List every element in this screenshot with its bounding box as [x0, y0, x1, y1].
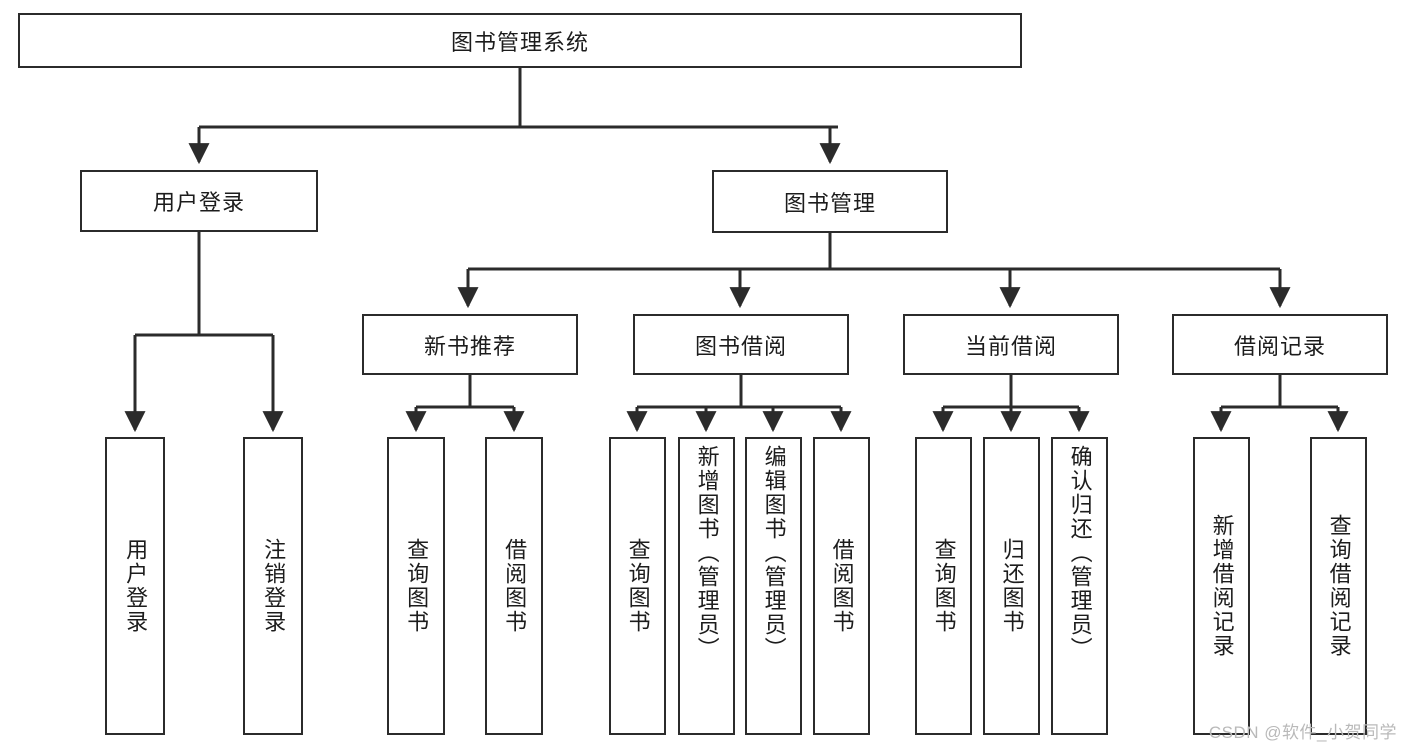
- node-leaf-query-book-current-label: 查询图书: [931, 538, 957, 634]
- node-book-management-label: 图书管理: [783, 190, 876, 216]
- node-new-book-recommend[interactable]: 新书推荐: [362, 314, 578, 375]
- node-leaf-borrow-book-rec-label: 借阅图书: [502, 538, 528, 634]
- node-leaf-query-borrow-record[interactable]: 查询借阅记录: [1310, 437, 1367, 735]
- node-leaf-logout[interactable]: 注销登录: [243, 437, 303, 735]
- node-new-book-recommend-label: 新书推荐: [423, 333, 516, 359]
- node-root-label: 图书管理系统: [450, 29, 589, 55]
- node-leaf-return-book-label: 归还图书: [999, 538, 1025, 634]
- node-current-borrow[interactable]: 当前借阅: [903, 314, 1119, 375]
- node-leaf-borrow-book-rec[interactable]: 借阅图书: [485, 437, 543, 735]
- node-leaf-query-book-rec-label: 查询图书: [404, 538, 430, 634]
- node-leaf-query-book-current[interactable]: 查询图书: [915, 437, 972, 735]
- node-book-management[interactable]: 图书管理: [712, 170, 948, 233]
- node-leaf-add-book-label: 新增图书（管理员）: [694, 445, 720, 661]
- node-leaf-edit-book-label: 编辑图书（管理员）: [761, 445, 787, 661]
- node-leaf-query-book-rec[interactable]: 查询图书: [387, 437, 445, 735]
- node-leaf-query-borrow-record-label: 查询借阅记录: [1326, 514, 1352, 658]
- node-leaf-query-book-borrow[interactable]: 查询图书: [609, 437, 666, 735]
- node-leaf-user-login-label: 用户登录: [123, 538, 149, 634]
- node-leaf-add-borrow-record-label: 新增借阅记录: [1209, 514, 1235, 658]
- node-leaf-query-book-borrow-label: 查询图书: [625, 538, 651, 634]
- node-leaf-confirm-return-label: 确认归还（管理员）: [1067, 445, 1093, 661]
- node-leaf-edit-book[interactable]: 编辑图书（管理员）: [745, 437, 802, 735]
- node-book-borrow[interactable]: 图书借阅: [633, 314, 849, 375]
- node-borrow-records-label: 借阅记录: [1233, 333, 1326, 359]
- node-leaf-confirm-return[interactable]: 确认归还（管理员）: [1051, 437, 1108, 735]
- watermark: CSDN @软件_小贺同学: [1208, 723, 1397, 742]
- node-root[interactable]: 图书管理系统: [18, 13, 1022, 68]
- node-current-borrow-label: 当前借阅: [964, 333, 1057, 359]
- node-leaf-logout-label: 注销登录: [261, 538, 287, 634]
- node-leaf-borrow-book[interactable]: 借阅图书: [813, 437, 870, 735]
- node-user-login-label: 用户登录: [152, 190, 245, 215]
- node-leaf-user-login[interactable]: 用户登录: [105, 437, 165, 735]
- node-leaf-add-borrow-record[interactable]: 新增借阅记录: [1193, 437, 1250, 735]
- node-user-login[interactable]: 用户登录: [80, 170, 318, 232]
- node-borrow-records[interactable]: 借阅记录: [1172, 314, 1388, 375]
- node-book-borrow-label: 图书借阅: [694, 333, 787, 359]
- node-leaf-add-book[interactable]: 新增图书（管理员）: [678, 437, 735, 735]
- node-leaf-return-book[interactable]: 归还图书: [983, 437, 1040, 735]
- node-leaf-borrow-book-label: 借阅图书: [829, 538, 855, 634]
